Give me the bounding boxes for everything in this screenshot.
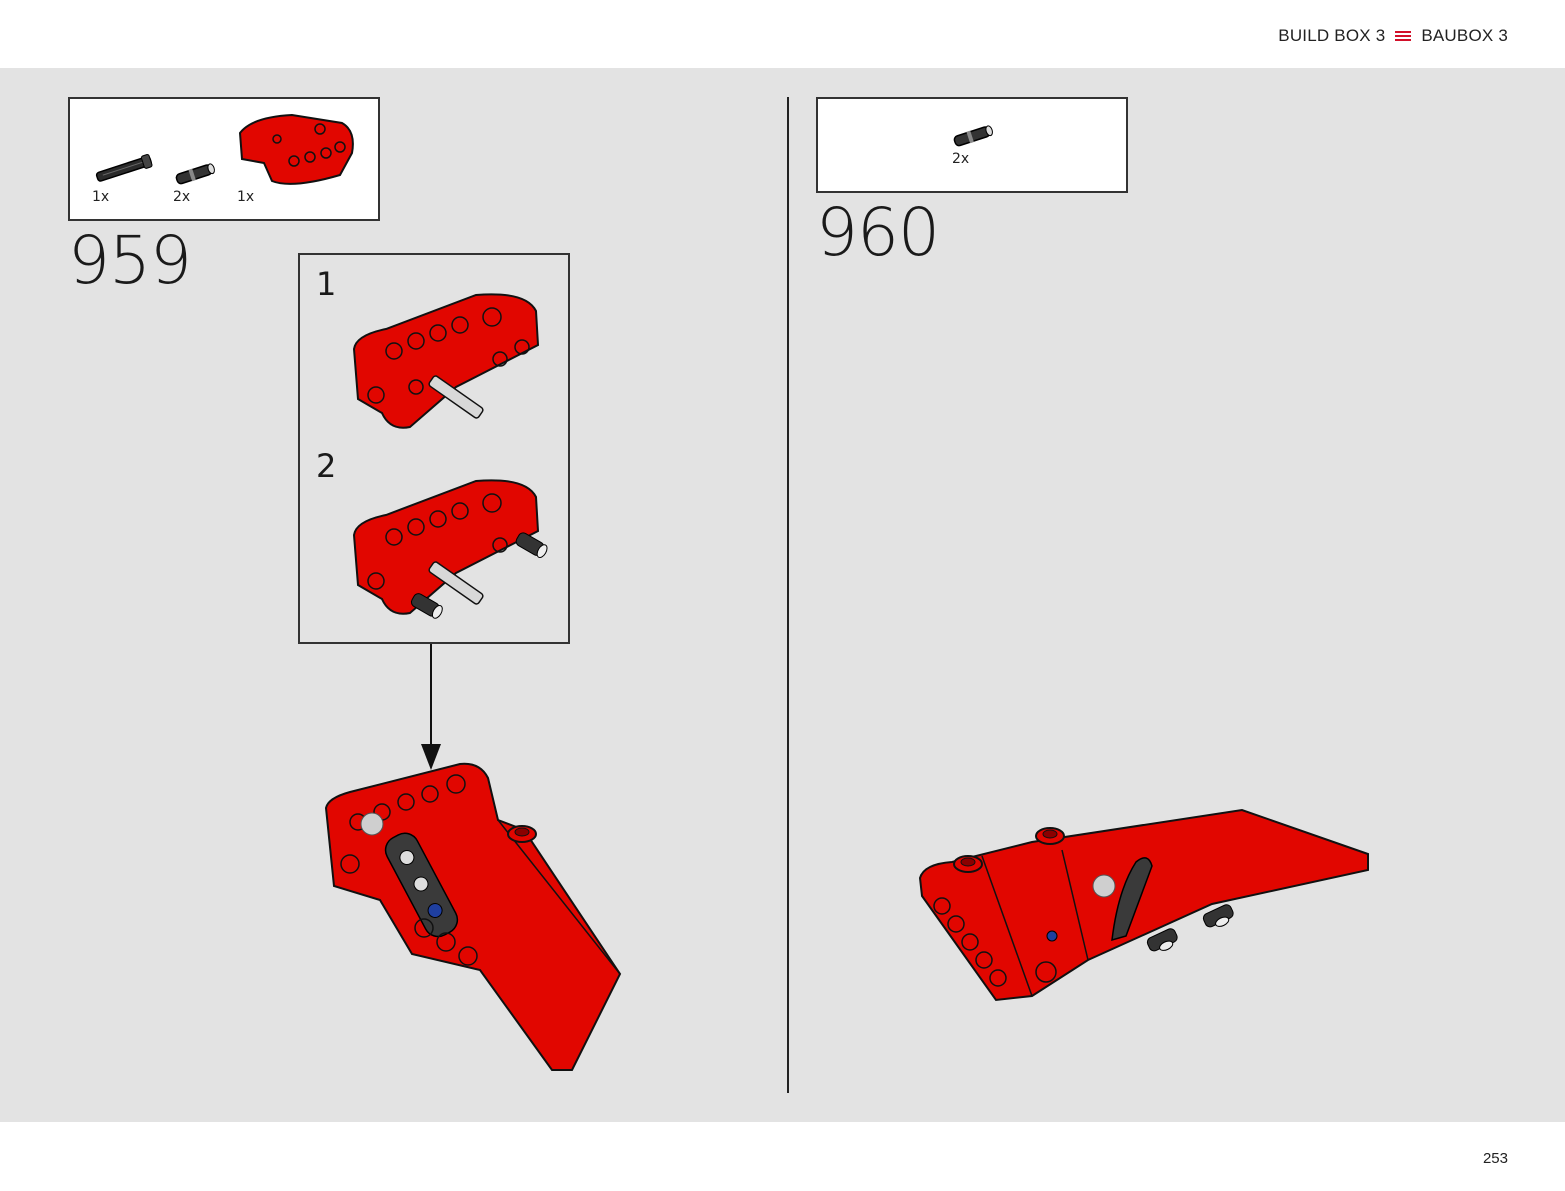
parts-list-box: 1x 2x 1x bbox=[68, 97, 380, 221]
substep-2-assembly-image bbox=[352, 479, 548, 619]
step-number: 960 bbox=[816, 194, 940, 271]
substep-label: 1 bbox=[316, 265, 337, 303]
parts-list-box: 2x bbox=[816, 97, 1128, 193]
sub-assembly-box: 1 2 bbox=[298, 253, 570, 644]
part-qty: 2x bbox=[952, 151, 970, 167]
step-959-main-assembly-image bbox=[324, 762, 622, 1071]
step-number: 959 bbox=[68, 222, 192, 299]
down-arrow-icon bbox=[421, 644, 441, 770]
connector-pin-icon bbox=[175, 163, 215, 185]
part-qty: 2x bbox=[173, 189, 191, 205]
build-box-title: BUILD BOX 3 BAUBOX 3 bbox=[1278, 26, 1508, 46]
connector-pin-icon bbox=[953, 125, 993, 147]
step-divider bbox=[787, 97, 789, 1093]
substep-1-assembly-image bbox=[352, 293, 540, 429]
part-qty: 1x bbox=[237, 189, 255, 205]
substep-label: 2 bbox=[316, 447, 337, 485]
baubox-label: BAUBOX 3 bbox=[1421, 26, 1508, 45]
instruction-area bbox=[0, 68, 1565, 1122]
menu-icon bbox=[1395, 30, 1412, 42]
page-header: BUILD BOX 3 BAUBOX 3 bbox=[0, 0, 1565, 68]
step-960-main-assembly-image bbox=[918, 808, 1369, 1002]
red-beam-block-icon bbox=[238, 113, 354, 185]
part-qty: 1x bbox=[92, 189, 110, 205]
build-box-label: BUILD BOX 3 bbox=[1278, 26, 1386, 45]
page-number: 253 bbox=[1482, 1150, 1508, 1167]
page-footer: 253 bbox=[0, 1122, 1565, 1191]
axle-pin-icon bbox=[95, 154, 153, 182]
